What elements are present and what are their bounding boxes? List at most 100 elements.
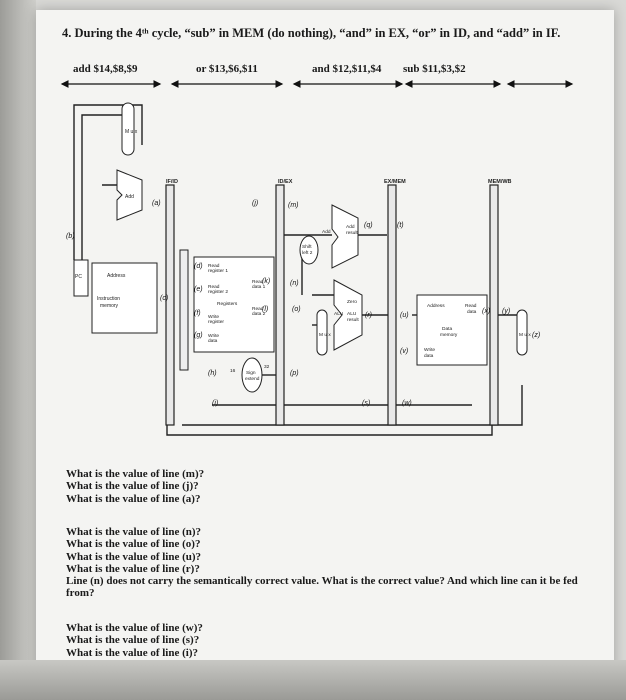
line-a-label: (a) [152,200,161,207]
reg-write-wire [182,385,523,426]
alu-label: ALU [334,311,344,317]
question-line-m: What is the value of line (m)? [66,468,205,480]
add-result-label-2: result [346,230,358,236]
wb-mux-label: M u x [519,332,531,338]
rf-read-reg1-b: register 1 [208,268,228,274]
dm-read-data-b: data [467,309,477,315]
dm-label-2: memory [440,332,458,338]
line-z-label: (z) [532,332,540,339]
imem-address-label: Address [107,273,126,279]
question-line-u: What is the value of line (u)? [66,550,202,563]
shift-left-label-1: Shift [302,244,312,250]
stage-arrows [60,80,574,88]
instruction-bus [179,249,189,371]
rf-read-data1-b: data 1 [252,284,266,290]
pipeline-register-id-ex [275,184,285,426]
pc-adder [116,169,143,221]
dm-write-data-a: Write [424,347,435,353]
label-mem-wb: MEM/WB [488,179,512,185]
pc-mux-label: M u x [125,129,138,135]
line-x-label: (x) [482,308,490,315]
alu-result-label-1: ALU [347,311,357,317]
line-f-label: (f) [194,310,201,317]
line-q-label: (q) [364,222,373,229]
line-i-label: (i) [212,400,218,407]
instruction-add: add $14,$8,$9 [73,63,138,75]
dm-label-1: Data [442,326,452,332]
imem-label-2: memory [100,303,119,309]
branch-adder-label: Add [322,229,331,235]
rf-read-data2-b: data 2 [252,311,266,317]
questions-group-3: What is the value of line (w)? What is t… [66,622,203,659]
line-t-label: (t) [397,222,404,229]
line-v-label: (v) [400,348,408,355]
instruction-and: and $12,$11,$4 [312,63,382,75]
question-line-n: What is the value of line (n)? [66,526,202,538]
shift-left-unit [299,235,319,265]
photo-shadow-bottom [0,660,626,700]
rf-write-data-a: Write [208,333,219,339]
line-b-label: (b) [66,233,75,240]
imem-label-1: Instruction [97,296,120,302]
instruction-sub: sub $11,$3,$2 [403,63,466,75]
pc-feedback-wire [73,104,143,260]
line-h-label: (h) [208,370,217,377]
branch-wire [81,114,122,275]
shift-left-label-2: left 2 [302,250,313,256]
question-title: 4. During the 4ᵗʰ cycle, “sub” in MEM (d… [62,26,561,40]
alu-mux-label: M u x [319,332,331,338]
rf-read-reg2-a: Read [208,284,220,290]
instruction-or: or $13,$6,$11 [196,63,258,75]
sign-extend-label-2: extend [245,376,260,382]
rf-write-reg-a: Write [208,314,219,320]
line-c-label: (c) [160,295,168,302]
questions-group-2: What is the value of line (n)? What is t… [66,526,606,600]
questions-group-1: What is the value of line (m)? What is t… [66,468,204,505]
pipeline-datapath-diagram: IF/ID ID/EX EX/MEM MEM/WB M u x PC Add A… [66,102,540,436]
line-e-label: (e) [194,286,203,293]
line-u-label: (u) [400,312,409,319]
line-g-label: (g) [194,332,203,339]
label-id-ex: ID/EX [278,179,293,185]
question-line-s: What is the value of line (s)? [66,634,200,647]
rf-read-data1-a: Read [252,279,264,285]
alu-src-mux [316,309,328,356]
question-line-i: What is the value of line (i)? [66,646,198,659]
rf-write-data-b: data [208,338,218,344]
label-ex-mem: EX/MEM [384,179,406,185]
line-m-label: (m) [288,202,299,209]
rf-registers-label: Registers [217,301,238,307]
line-j-label: (j) [252,200,258,207]
alu-result-label-2: result [347,317,359,323]
pipeline-register-if-id [165,184,175,426]
rf-read-data2-a: Read [252,306,264,312]
thirtytwo-label: 32 [264,364,270,370]
line-r-label: (r) [365,312,372,319]
line-y-label: (y) [502,308,510,315]
rf-read-reg1-a: Read [208,263,220,269]
line-n-label: (n) [290,280,299,287]
alu-zero-label: Zero [347,299,357,305]
dm-read-data-a: Read [465,303,477,309]
question-line-j: What is the value of line (j)? [66,480,199,493]
line-p-label: (p) [290,370,299,377]
branch-adder [331,204,359,269]
add-result-label-1: Add [346,224,355,230]
register-file [193,256,275,353]
data-memory [416,294,488,366]
sign-extend-label-1: Sign [246,370,256,376]
sixteen-label: 16 [230,368,236,374]
line-k-label: (k) [262,278,270,285]
line-o-label: (o) [292,306,301,313]
line-l-label: (l) [262,306,268,313]
alu [333,279,363,351]
rf-read-reg2-b: register 2 [208,289,228,295]
question-line-a: What is the value of line (a)? [66,492,201,505]
dm-write-data-b: data [424,353,434,359]
question-line-w: What is the value of line (w)? [66,622,203,634]
question-line-n-correct: Line (n) does not carry the semantically… [66,575,578,600]
line-s-label: (s) [362,400,370,407]
dm-address-label: Address [427,303,445,309]
photo-shadow-left [0,0,36,700]
pipeline-register-ex-mem [387,184,397,426]
